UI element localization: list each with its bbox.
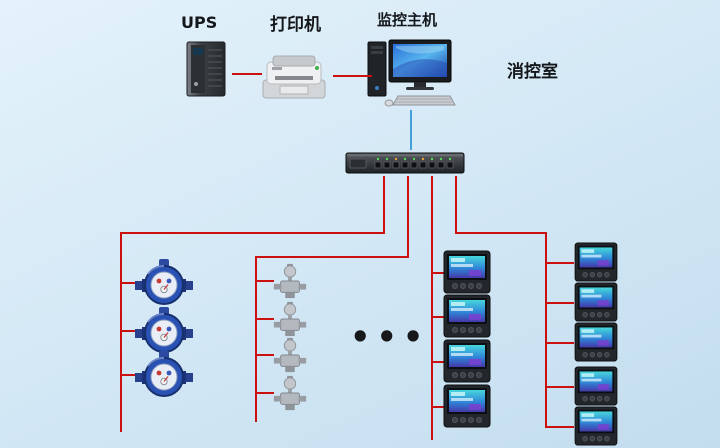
valve-device xyxy=(272,300,308,338)
stub-outer-meter-2 xyxy=(545,302,574,304)
monitor-host-device xyxy=(366,38,456,110)
water-meter-icon xyxy=(134,350,194,400)
cable-drop-branch1 xyxy=(383,176,385,234)
power-meter-icon xyxy=(443,339,491,383)
stub-valve-3 xyxy=(255,354,274,356)
cable-branch-right-horizontal xyxy=(455,232,547,234)
cable-printer-host xyxy=(333,75,372,77)
power-meter xyxy=(443,339,491,383)
printer-device xyxy=(258,52,330,104)
printer-icon xyxy=(258,52,330,104)
stub-valve-4 xyxy=(255,392,274,394)
power-meter xyxy=(572,322,620,362)
stub-outer-meter-3 xyxy=(545,342,574,344)
cable-drop-branch4 xyxy=(455,176,457,234)
power-meter-icon xyxy=(572,282,620,322)
water-meter xyxy=(134,258,194,308)
valve-device xyxy=(272,262,308,300)
cable-bus-water-meters xyxy=(120,232,122,432)
stub-inner-meter-4 xyxy=(431,406,445,408)
printer-label: 打印机 xyxy=(270,15,321,35)
ups-device xyxy=(180,40,232,98)
power-meter-icon xyxy=(443,250,491,294)
water-meter xyxy=(134,306,194,356)
stub-inner-meter-3 xyxy=(431,361,445,363)
valve-icon xyxy=(272,262,308,300)
ellipsis-more-devices: ••• xyxy=(350,318,430,356)
stub-inner-meter-2 xyxy=(431,316,445,318)
power-meter-icon xyxy=(572,366,620,406)
power-meter xyxy=(443,384,491,428)
ups-label: UPS xyxy=(181,13,218,32)
stub-valve-2 xyxy=(255,318,274,320)
water-meter-icon xyxy=(134,306,194,356)
valve-device xyxy=(272,336,308,374)
power-meter xyxy=(572,406,620,446)
cable-branch-mid-horizontal xyxy=(255,256,409,258)
network-switch-device xyxy=(345,150,465,176)
ups-icon xyxy=(180,40,232,98)
cable-host-switch xyxy=(410,110,412,150)
cable-bus-valves xyxy=(255,256,257,422)
power-meter xyxy=(572,366,620,406)
stub-water-meter-3 xyxy=(120,374,140,376)
water-meter-icon xyxy=(134,258,194,308)
power-meter-icon xyxy=(572,242,620,282)
valve-icon xyxy=(272,300,308,338)
stub-water-meter-1 xyxy=(120,282,140,284)
power-meter-icon xyxy=(572,406,620,446)
stub-outer-meter-4 xyxy=(545,386,574,388)
power-meter-icon xyxy=(443,384,491,428)
power-meter-icon xyxy=(443,294,491,338)
power-meter xyxy=(443,294,491,338)
power-meter xyxy=(572,282,620,322)
cable-bus-inner-meters xyxy=(431,176,433,440)
stub-outer-meter-5 xyxy=(545,426,574,428)
control-room-label: 消控室 xyxy=(507,62,558,82)
cable-bus-outer-meters xyxy=(545,232,547,428)
stub-water-meter-2 xyxy=(120,330,140,332)
cable-ups-printer xyxy=(232,73,262,75)
valve-icon xyxy=(272,336,308,374)
stub-inner-meter-1 xyxy=(431,272,445,274)
cable-branch-left-horizontal xyxy=(120,232,385,234)
cable-drop-branch2 xyxy=(407,176,409,258)
power-meter-icon xyxy=(572,322,620,362)
switch-icon xyxy=(345,150,465,176)
stub-valve-1 xyxy=(255,280,274,282)
valve-device xyxy=(272,374,308,412)
computer-icon xyxy=(366,38,456,110)
power-meter xyxy=(572,242,620,282)
power-meter xyxy=(443,250,491,294)
stub-outer-meter-1 xyxy=(545,262,574,264)
valve-icon xyxy=(272,374,308,412)
monitor-host-label: 监控主机 xyxy=(377,11,438,29)
water-meter xyxy=(134,350,194,400)
